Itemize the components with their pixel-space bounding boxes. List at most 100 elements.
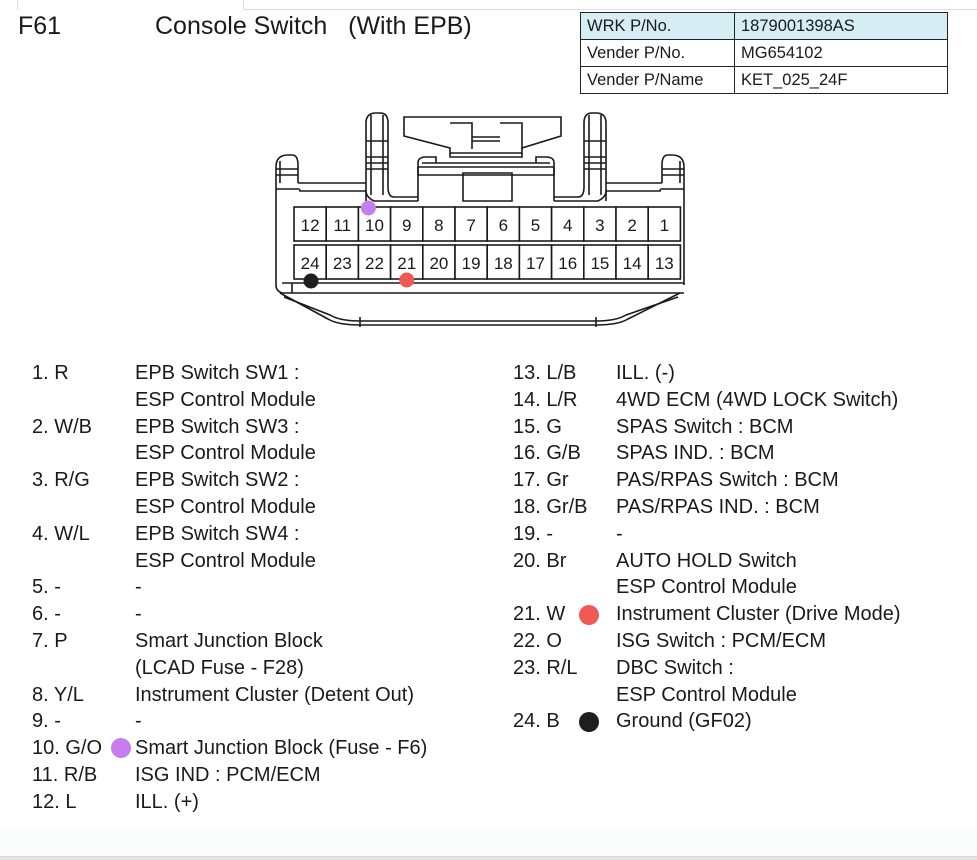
pin-description: Smart Junction Block (Fuse - F6) — [135, 735, 427, 762]
description-line: PAS/RPAS IND. : BCM — [616, 495, 820, 518]
part-key: WRK P/No. — [580, 12, 735, 40]
part-value: KET_025_24F — [734, 66, 948, 94]
pin-cavity — [550, 206, 585, 242]
description-line: - — [135, 603, 142, 626]
description-line: ESP Control Module — [135, 442, 316, 465]
bottom-area — [0, 830, 977, 856]
description-line: Smart Junction Block (Fuse - F6) — [135, 737, 428, 760]
connector-id: F61 — [18, 12, 62, 40]
description-line: EPB Switch SW3 : — [135, 415, 300, 438]
pin-wire-label: 5. - — [32, 576, 61, 599]
marker-dot — [579, 712, 599, 733]
description-line: EPB Switch SW2 : — [135, 469, 300, 492]
pin-wire-label: 15. G — [513, 415, 562, 438]
pin-number: 8 — [434, 216, 443, 235]
pin-description: SPAS Switch : BCM — [616, 414, 793, 441]
pin-wire-label: 14. L/R — [513, 388, 578, 411]
pin-cavity — [422, 206, 456, 242]
pin-number: 10 — [365, 216, 384, 235]
frame-line — [243, 0, 244, 10]
description-line: - — [135, 576, 142, 599]
pin-number: 1 — [660, 216, 669, 235]
pin-cavity — [454, 206, 489, 242]
pin-number: 11 — [333, 216, 351, 235]
pin-description: ISG Switch : PCM/ECM — [616, 628, 826, 655]
connector-title: Console Switch (With EPB) — [155, 12, 472, 40]
pin-cavity — [389, 206, 424, 242]
pin-cavity — [582, 244, 617, 280]
pin-number: 17 — [526, 254, 545, 273]
pin-number: 13 — [655, 254, 674, 273]
pin-description: Smart Junction Block(LCAD Fuse - F28) — [135, 628, 323, 682]
pin-description: PAS/RPAS IND. : BCM — [616, 494, 820, 521]
pin-description: - — [135, 708, 142, 735]
pin-description: EPB Switch SW4 :ESP Control Module — [135, 521, 316, 575]
pin-number: 21 — [397, 254, 416, 273]
pin-description: ILL. (-) — [616, 360, 675, 387]
pin-wire-label: 18. Gr/B — [513, 495, 588, 518]
pin-wire-label: 12. L — [32, 790, 77, 813]
pin-description: - — [616, 521, 623, 548]
pin-cavity — [325, 206, 360, 242]
pin-cavity — [454, 244, 489, 280]
pin-wire-label: 24. B — [513, 710, 560, 733]
pin-number: 9 — [402, 216, 411, 235]
pin-wire-label: 13. L/B — [513, 362, 577, 384]
description-line: ESP Control Module — [616, 683, 797, 706]
pin-wire-label: 8. Y/L — [32, 683, 84, 706]
description-line: - — [135, 710, 142, 733]
pin-number: 12 — [301, 216, 320, 235]
pin-description: DBC Switch : ESP Control Module — [616, 655, 797, 709]
pin-description: EPB Switch SW1 :ESP Control Module — [135, 360, 316, 414]
pin-description: EPB Switch SW3 : ESP Control Module — [135, 414, 316, 468]
pin-description: Instrument Cluster (Drive Mode) — [616, 601, 901, 628]
pin-description: Ground (GF02) — [616, 708, 752, 735]
description-line: ESP Control Module — [135, 549, 316, 572]
description-line: DBC Switch : — [616, 656, 734, 679]
description-line: EPB Switch SW1 : — [135, 362, 300, 384]
connector-housing — [275, 112, 685, 327]
description-line: ESP Control Module — [616, 576, 797, 599]
pin-description: ISG IND : PCM/ECM — [135, 762, 321, 789]
pin-number: 23 — [333, 254, 352, 273]
pin-number: 19 — [462, 254, 481, 273]
pin-description: - — [135, 574, 142, 601]
pin-wire-label: 6. - — [32, 603, 61, 626]
pin-marker-10 — [360, 200, 376, 216]
description-line: ISG Switch : PCM/ECM — [616, 629, 827, 652]
pin-cavity — [293, 206, 328, 242]
pin-cavity — [486, 244, 521, 280]
part-value: 1879001398AS — [734, 12, 948, 40]
description-line: SPAS IND. : BCM — [616, 442, 775, 465]
description-line: AUTO HOLD Switch — [616, 549, 797, 572]
pin-wire-label: 20. Br — [513, 549, 567, 572]
marker-dot — [579, 605, 599, 626]
marker-dot — [111, 738, 131, 759]
description-line: PAS/RPAS Switch : BCM — [616, 469, 839, 492]
pin-wire-label: 3. R/G — [32, 469, 90, 492]
pin-marker-21 — [399, 272, 415, 288]
pin-wire-label: 11. R/B — [32, 763, 98, 786]
pin-marker-24 — [303, 273, 319, 289]
part-key: Vender P/Name — [580, 66, 735, 94]
description-line: Instrument Cluster (Detent Out) — [135, 683, 414, 706]
description-line: - — [616, 522, 623, 545]
pin-cavity — [550, 244, 585, 280]
pin-wire-label: 22. O — [513, 629, 562, 652]
description-line: Ground (GF02) — [616, 710, 752, 733]
pin-wire-label: 21. W — [513, 603, 566, 626]
pin-number: 18 — [494, 254, 513, 273]
pin-cavity — [518, 244, 553, 280]
pin-cavity — [615, 244, 650, 280]
pin-cavity — [647, 244, 682, 280]
part-row: Vender P/No.MG654102 — [580, 39, 948, 67]
pin-number: 24 — [301, 254, 320, 273]
pin-wire-label: 23. R/L — [513, 656, 578, 679]
pin-wire-label: 9. - — [32, 710, 61, 733]
frame-line — [243, 9, 977, 10]
pin-wire-label: 1. R — [32, 362, 69, 384]
description-line: SPAS Switch : BCM — [616, 415, 794, 438]
